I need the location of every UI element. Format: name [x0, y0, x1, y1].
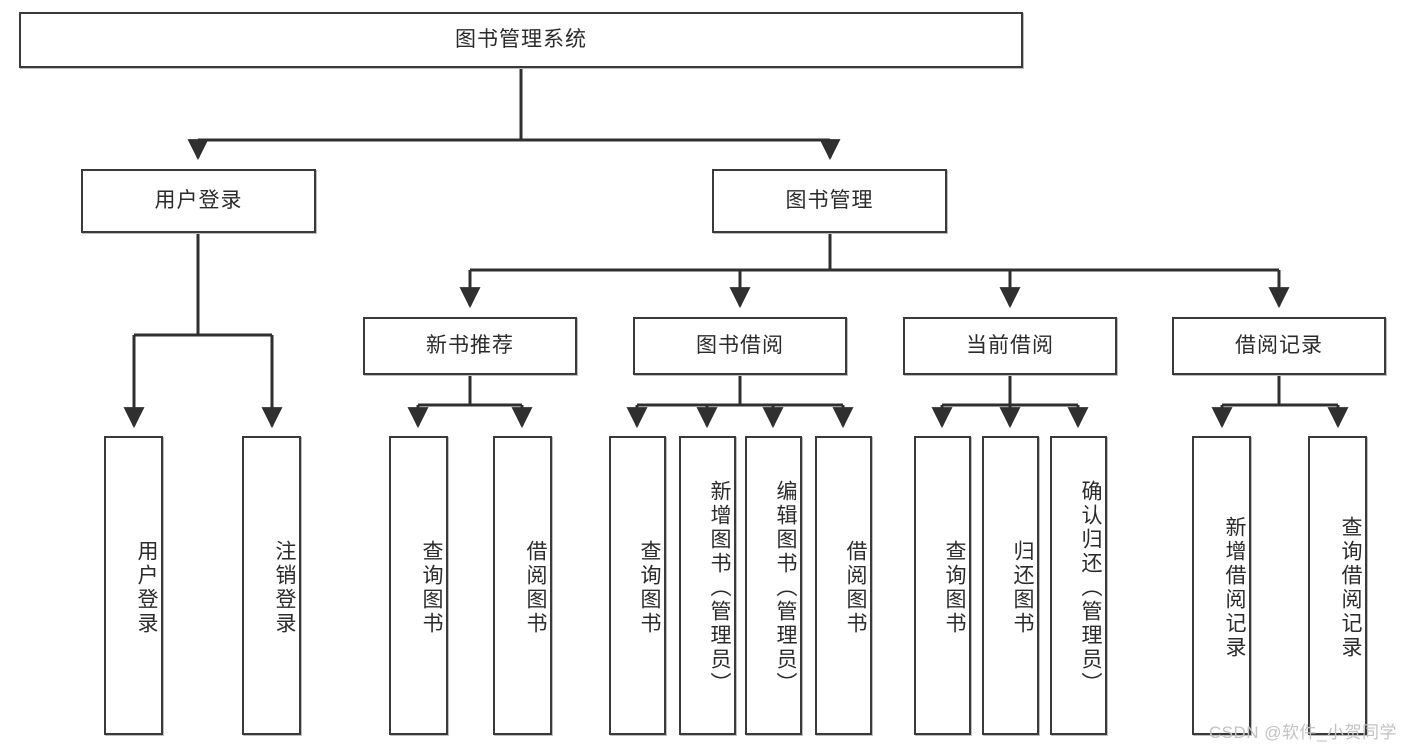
leaf-return-book[interactable]: 归还图书: [982, 436, 1039, 735]
leaf-query-borrow-record[interactable]: 查询借阅记录: [1308, 436, 1367, 735]
node-borrow-record[interactable]: 借阅记录: [1172, 317, 1386, 375]
node-label: 归还图书: [1011, 539, 1034, 636]
node-label: 注销登录: [273, 539, 296, 636]
node-label: 用户登录: [135, 539, 158, 636]
node-label: 查询图书: [420, 539, 443, 636]
node-label: 当前借阅: [966, 334, 1054, 358]
node-label: 借阅图书: [844, 539, 867, 636]
node-label: 新增借阅记录: [1223, 515, 1246, 660]
leaf-user-login[interactable]: 用户登录: [104, 436, 163, 735]
leaf-query-book-borrow[interactable]: 查询图书: [609, 436, 666, 735]
node-label: 借阅图书: [524, 539, 547, 636]
node-label: 借阅记录: [1235, 334, 1323, 358]
leaf-add-borrow-record[interactable]: 新增借阅记录: [1192, 436, 1251, 735]
node-label: 新增图书（管理员）: [708, 479, 731, 696]
node-current-borrow[interactable]: 当前借阅: [903, 317, 1117, 375]
leaf-add-book-admin[interactable]: 新增图书（管理员）: [679, 436, 736, 735]
node-new-book-recommend[interactable]: 新书推荐: [363, 317, 577, 375]
node-label: 图书借阅: [696, 334, 784, 358]
node-label: 新书推荐: [426, 334, 514, 358]
leaf-logout-login[interactable]: 注销登录: [242, 436, 301, 735]
node-label: 图书管理系统: [455, 28, 587, 52]
leaf-query-book-current[interactable]: 查询图书: [914, 436, 971, 735]
leaf-confirm-return-admin[interactable]: 确认归还（管理员）: [1050, 436, 1107, 735]
leaf-query-book-recommend[interactable]: 查询图书: [389, 436, 448, 735]
node-label: 用户登录: [154, 189, 243, 213]
node-label: 编辑图书（管理员）: [774, 479, 797, 696]
node-book-manage[interactable]: 图书管理: [712, 169, 947, 233]
watermark: CSDN @软件_小贺同学: [1208, 723, 1397, 742]
node-label: 确认归还（管理员）: [1079, 479, 1102, 696]
leaf-borrow-book-recommend[interactable]: 借阅图书: [493, 436, 552, 735]
node-label: 图书管理: [785, 189, 874, 213]
node-label: 查询借阅记录: [1339, 515, 1362, 660]
node-root-system[interactable]: 图书管理系统: [19, 12, 1023, 68]
node-book-borrow[interactable]: 图书借阅: [633, 317, 847, 375]
leaf-edit-book-admin[interactable]: 编辑图书（管理员）: [745, 436, 802, 735]
node-label: 查询图书: [638, 539, 661, 636]
leaf-borrow-book[interactable]: 借阅图书: [815, 436, 872, 735]
node-label: 查询图书: [943, 539, 966, 636]
node-user-login[interactable]: 用户登录: [81, 169, 316, 233]
